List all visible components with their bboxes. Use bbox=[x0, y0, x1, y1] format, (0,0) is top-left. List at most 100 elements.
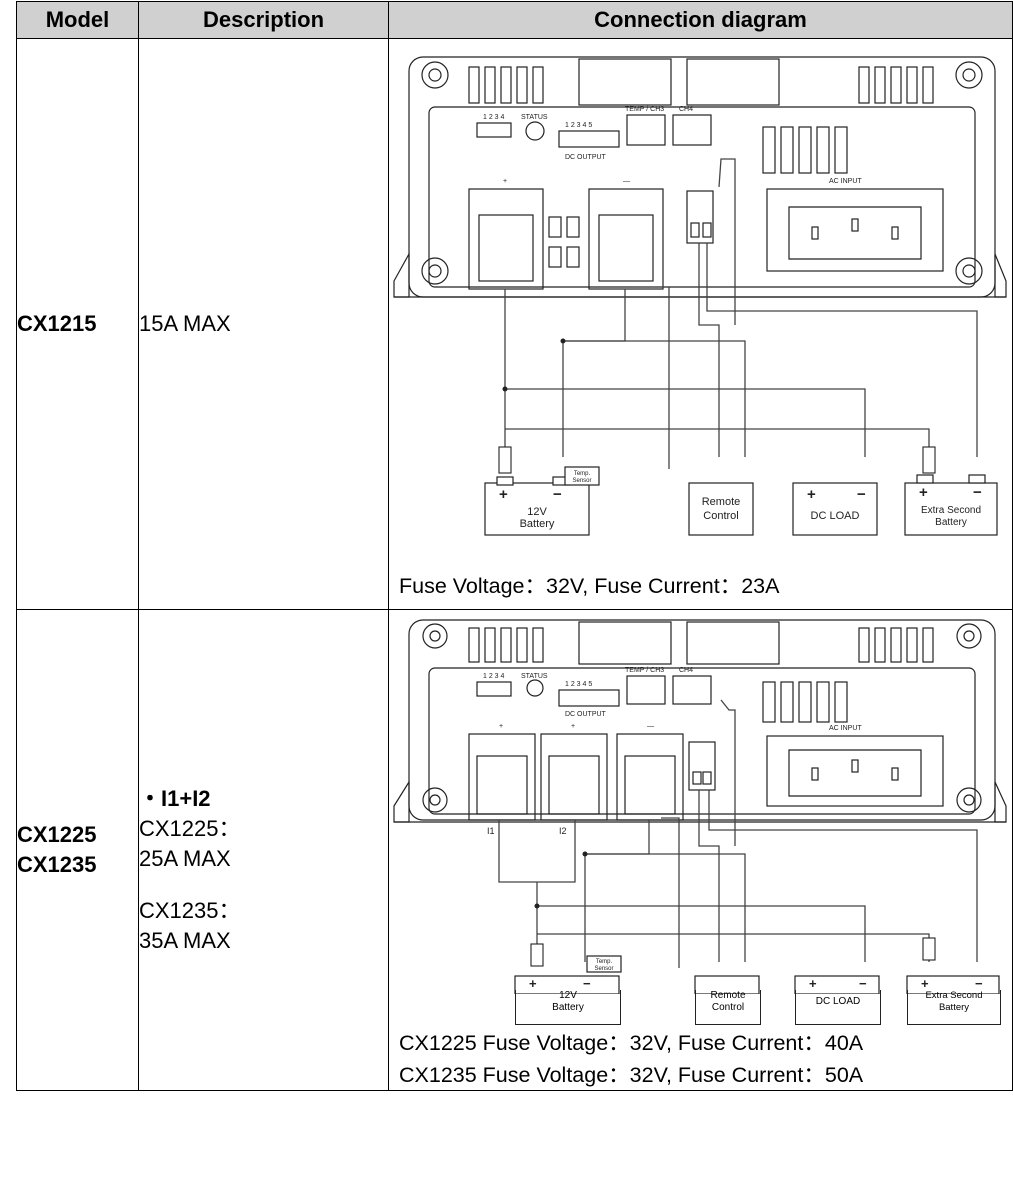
port-temp-ch3 bbox=[626, 675, 666, 705]
charger-housing bbox=[408, 619, 996, 821]
terminal-minus-label: — bbox=[647, 723, 654, 730]
header-model: Model bbox=[16, 1, 139, 39]
fuse-note: CX1225 Fuse Voltage：32V, Fuse Current：40… bbox=[399, 1031, 864, 1055]
temp-sensor-label-2: Sensor bbox=[572, 478, 591, 484]
extra-battery-label-2: Battery bbox=[935, 517, 967, 528]
dc-load bbox=[792, 482, 878, 536]
dc-load-label: DC LOAD bbox=[811, 510, 860, 522]
screw-bottom-left bbox=[421, 257, 449, 285]
connection-diagram-cx1225-cx1235: 1 2 3 4 STATUS 1 2 3 4 5 TEMP / CH3 CH4 … bbox=[393, 619, 1007, 994]
handle-recess bbox=[578, 621, 672, 665]
extra-plus-sign: + bbox=[921, 976, 929, 991]
mounting-flange-right bbox=[994, 781, 1007, 823]
extra-minus-sign: − bbox=[973, 484, 982, 501]
remote-label-1: Remote bbox=[710, 990, 746, 1001]
battery-plus-sign: + bbox=[499, 486, 508, 503]
extra-second-battery-box: Extra Second Battery bbox=[907, 990, 1001, 1025]
remote-connector bbox=[686, 190, 714, 244]
load-minus-sign: − bbox=[859, 976, 867, 991]
model-cell: CX1215 bbox=[16, 38, 139, 610]
front-panel bbox=[428, 667, 976, 815]
output-numbers-label: 1 2 3 4 5 bbox=[565, 681, 592, 688]
extra-minus-sign: − bbox=[975, 976, 983, 991]
vent-grille-right bbox=[858, 627, 934, 663]
dip-label: 1 2 3 4 bbox=[483, 114, 505, 121]
extra-second-battery bbox=[906, 975, 1000, 994]
dip-switch bbox=[476, 122, 512, 138]
battery-12v bbox=[484, 482, 590, 536]
remote-control bbox=[688, 482, 754, 536]
screw-top-left bbox=[422, 623, 448, 649]
temp-sensor bbox=[586, 955, 622, 973]
port-temp-ch3 bbox=[626, 114, 666, 146]
remote-label-2: Control bbox=[711, 1002, 745, 1013]
screw-top-right bbox=[956, 623, 982, 649]
output-terminal-1 bbox=[468, 733, 536, 821]
description-line: CX1225： bbox=[139, 816, 241, 841]
vent-grille-left bbox=[468, 627, 544, 663]
connection-diagram-cx1215: 1 2 3 4 STATUS 1 2 3 4 5 TEMP / CH3 CH4 … bbox=[393, 56, 1007, 536]
screw-top-left bbox=[421, 61, 449, 89]
header-row: Model Description Connection diagram bbox=[16, 1, 1013, 39]
dc-output-connector bbox=[558, 130, 620, 148]
vent-grille-right bbox=[858, 66, 934, 104]
battery-minus-terminal bbox=[616, 733, 684, 821]
status-label: STATUS bbox=[521, 114, 548, 121]
output-terminal-2 bbox=[540, 733, 608, 821]
battery-12v-box: 12V Battery bbox=[515, 990, 621, 1025]
battery-minus-sign: − bbox=[583, 976, 591, 991]
dc-output-connector bbox=[558, 689, 620, 707]
ac-input-panel bbox=[766, 188, 944, 272]
front-panel bbox=[428, 106, 976, 288]
temp-sensor-label-1: Temp. bbox=[574, 471, 591, 477]
mounting-flange-right bbox=[994, 253, 1007, 298]
model-cell: CX1225 CX1235 bbox=[16, 609, 139, 1091]
ac-input-socket bbox=[788, 206, 922, 260]
diagram-cell: 1 2 3 4 STATUS 1 2 3 4 5 TEMP / CH3 CH4 … bbox=[388, 38, 1013, 610]
battery-minus-terminal bbox=[588, 188, 664, 290]
dc-load-label: DC LOAD bbox=[815, 996, 861, 1007]
description-cell: ・I1+I2 CX1225： 25A MAX CX1235： 35A MAX bbox=[138, 609, 389, 1091]
extra-second-battery bbox=[904, 482, 998, 536]
remote-label-2: Control bbox=[703, 510, 738, 522]
dc-output-label: DC OUTPUT bbox=[565, 711, 607, 718]
port-ch4 bbox=[672, 675, 712, 705]
battery-label: Battery bbox=[552, 1002, 584, 1013]
fuse-icon bbox=[498, 446, 512, 474]
status-led bbox=[526, 679, 544, 697]
screw-bottom-left bbox=[422, 787, 448, 813]
description-line: CX1235： bbox=[139, 898, 241, 923]
battery-plus-terminal bbox=[468, 188, 544, 290]
extra-plus-sign: + bbox=[919, 484, 928, 501]
screw-bottom-right bbox=[955, 257, 983, 285]
battery-plus-sign: + bbox=[529, 976, 537, 991]
status-label: STATUS bbox=[521, 673, 548, 680]
ch4-label: CH4 bbox=[679, 106, 693, 113]
dc-load bbox=[794, 975, 880, 994]
port-ch4 bbox=[672, 114, 712, 146]
ac-input-label: AC INPUT bbox=[829, 725, 862, 732]
description-cell: 15A MAX bbox=[138, 38, 389, 610]
description-line: 15A MAX bbox=[139, 311, 231, 336]
status-led bbox=[525, 121, 545, 141]
i1-label: I1 bbox=[487, 826, 495, 836]
diagram-cell: 1 2 3 4 STATUS 1 2 3 4 5 TEMP / CH3 CH4 … bbox=[388, 609, 1013, 1091]
vent-grille-mid bbox=[762, 126, 848, 174]
description-title: ・I1+I2 bbox=[139, 786, 211, 811]
mounting-flange-left bbox=[393, 251, 410, 298]
fuse-icon bbox=[530, 943, 544, 967]
model-name: CX1215 bbox=[17, 311, 97, 336]
mounting-flange-left bbox=[393, 779, 410, 823]
header-connection-diagram: Connection diagram bbox=[388, 1, 1013, 39]
battery-12v bbox=[514, 975, 620, 994]
remote-control bbox=[694, 975, 760, 994]
fuse-icon bbox=[922, 446, 936, 474]
load-minus-sign: − bbox=[857, 486, 866, 503]
handle-recess bbox=[578, 58, 672, 106]
output-numbers-label: 1 2 3 4 5 bbox=[565, 122, 592, 129]
ac-input-socket bbox=[788, 749, 922, 797]
wiring bbox=[504, 158, 978, 469]
spec-table: Model Description Connection diagram CX1… bbox=[16, 1, 1013, 1091]
temp-ch3-label: TEMP / CH3 bbox=[625, 667, 664, 674]
table-row: CX1215 15A MAX bbox=[16, 38, 1013, 610]
